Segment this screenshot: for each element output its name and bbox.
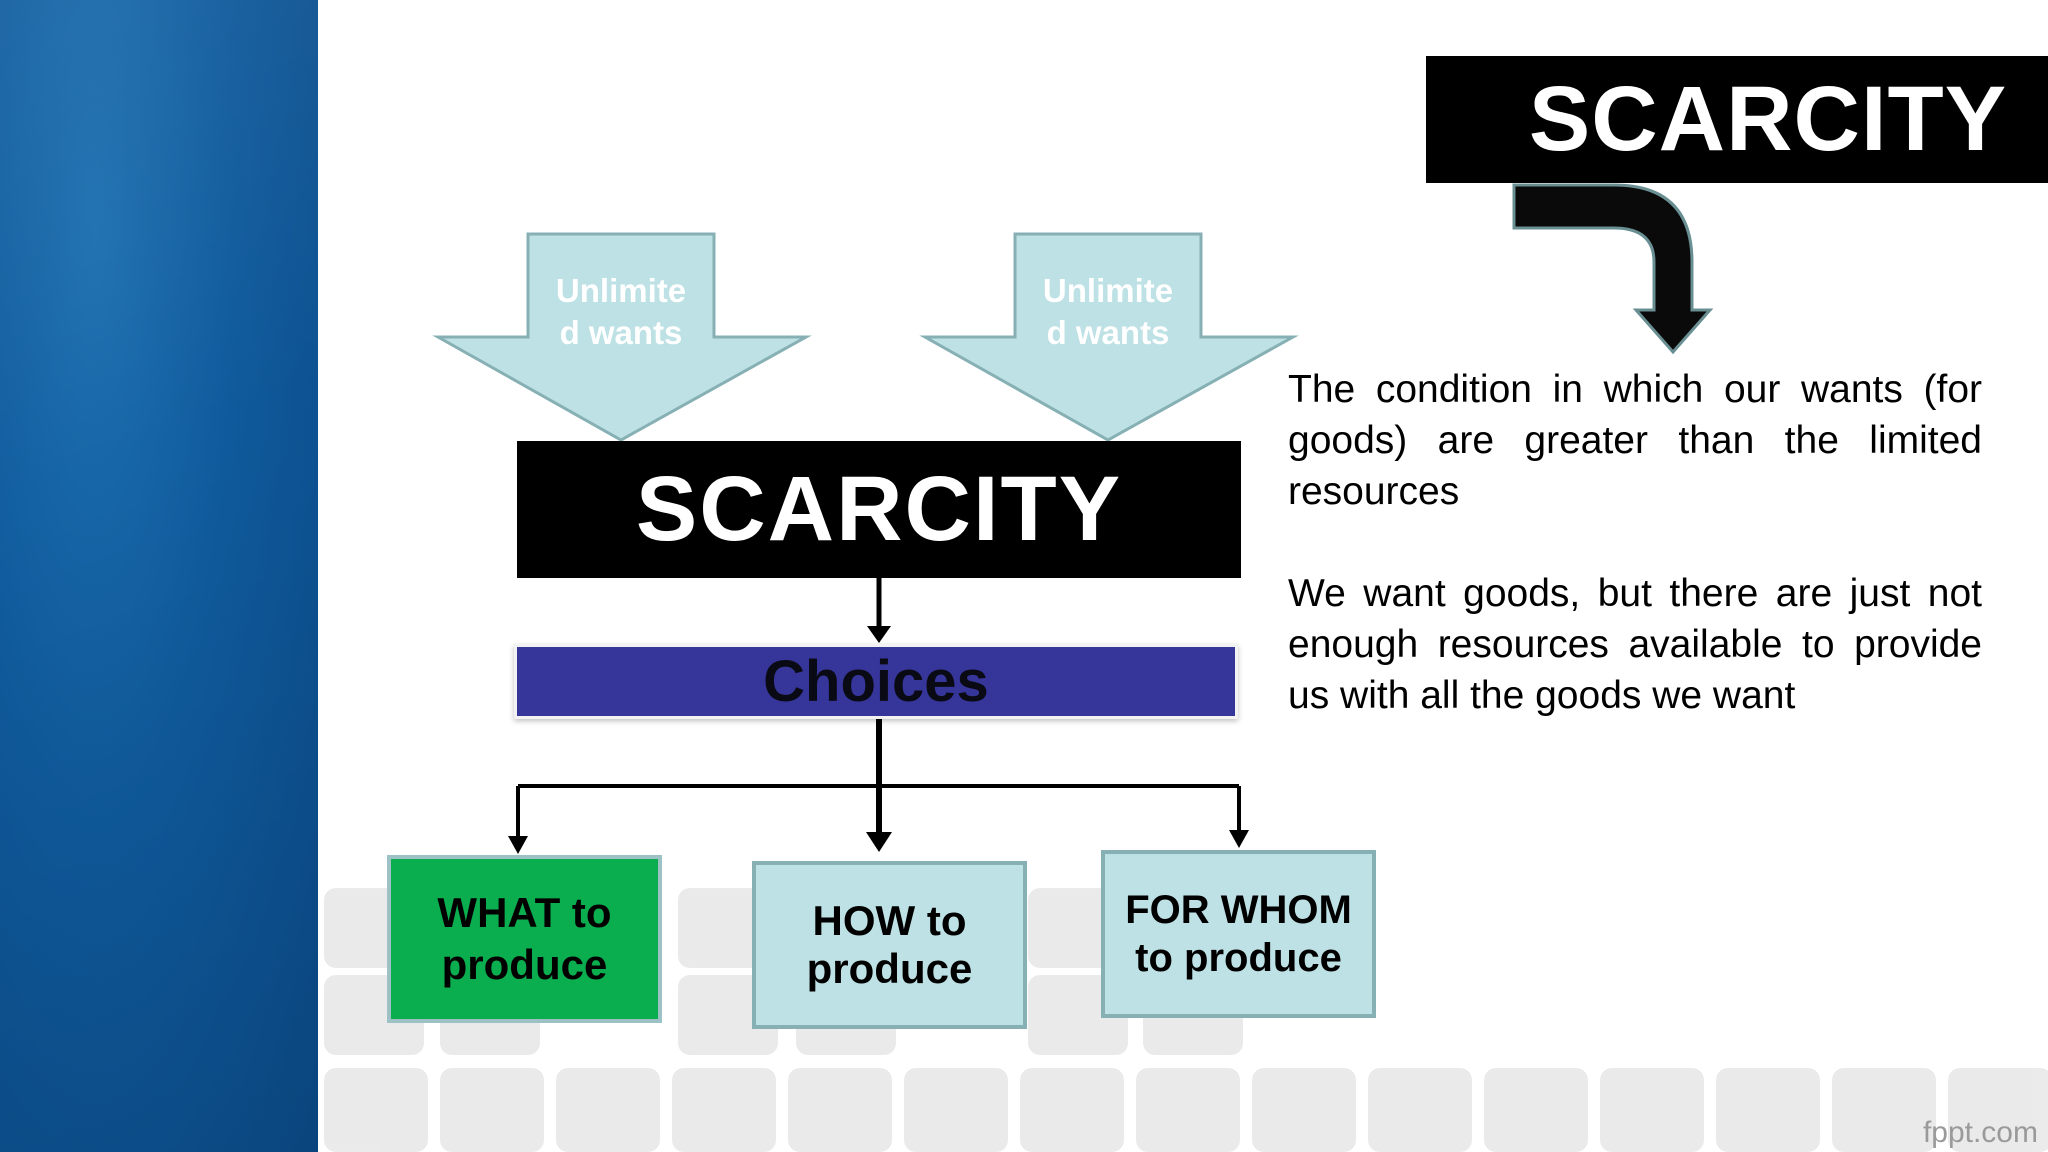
outcome-what-label: WHAT to produce <box>437 889 612 988</box>
central-concept-box: SCARCITY <box>517 441 1241 578</box>
slide-title: SCARCITY <box>1528 68 2008 170</box>
outcome-for-whom-box: FOR WHOM to produce <box>1101 850 1376 1018</box>
definition-text: The condition in which our wants (for go… <box>1288 368 1982 513</box>
outcome-what-box: WHAT to produce <box>387 855 662 1023</box>
central-concept-label: SCARCITY <box>635 458 1123 560</box>
watermark: fppt.com <box>1922 1116 2038 1149</box>
input-label-right: Unlimite d wants <box>1042 272 1174 351</box>
choices-label: Choices <box>763 649 989 714</box>
choices-box: Choices <box>514 644 1238 719</box>
explanation-text: We want goods, but there are just not en… <box>1288 572 1982 717</box>
slide-sidebar <box>0 0 318 1152</box>
outcome-how-label: HOW to produce <box>806 897 973 992</box>
diagram-connectors <box>432 183 1714 854</box>
input-arrow-left <box>432 232 812 442</box>
outcome-how-box: HOW to produce <box>752 861 1027 1029</box>
slide-canvas: SCARCITY Unlimite d wants Unlimite d wan… <box>318 0 2048 1152</box>
curved-arrow-icon <box>1512 183 1714 355</box>
outcome-for-whom-label: FOR WHOM to produce <box>1125 888 1352 980</box>
title-box: SCARCITY <box>1426 56 2048 183</box>
input-arrow-right <box>919 232 1299 442</box>
input-label-left: Unlimite d wants <box>555 272 687 351</box>
